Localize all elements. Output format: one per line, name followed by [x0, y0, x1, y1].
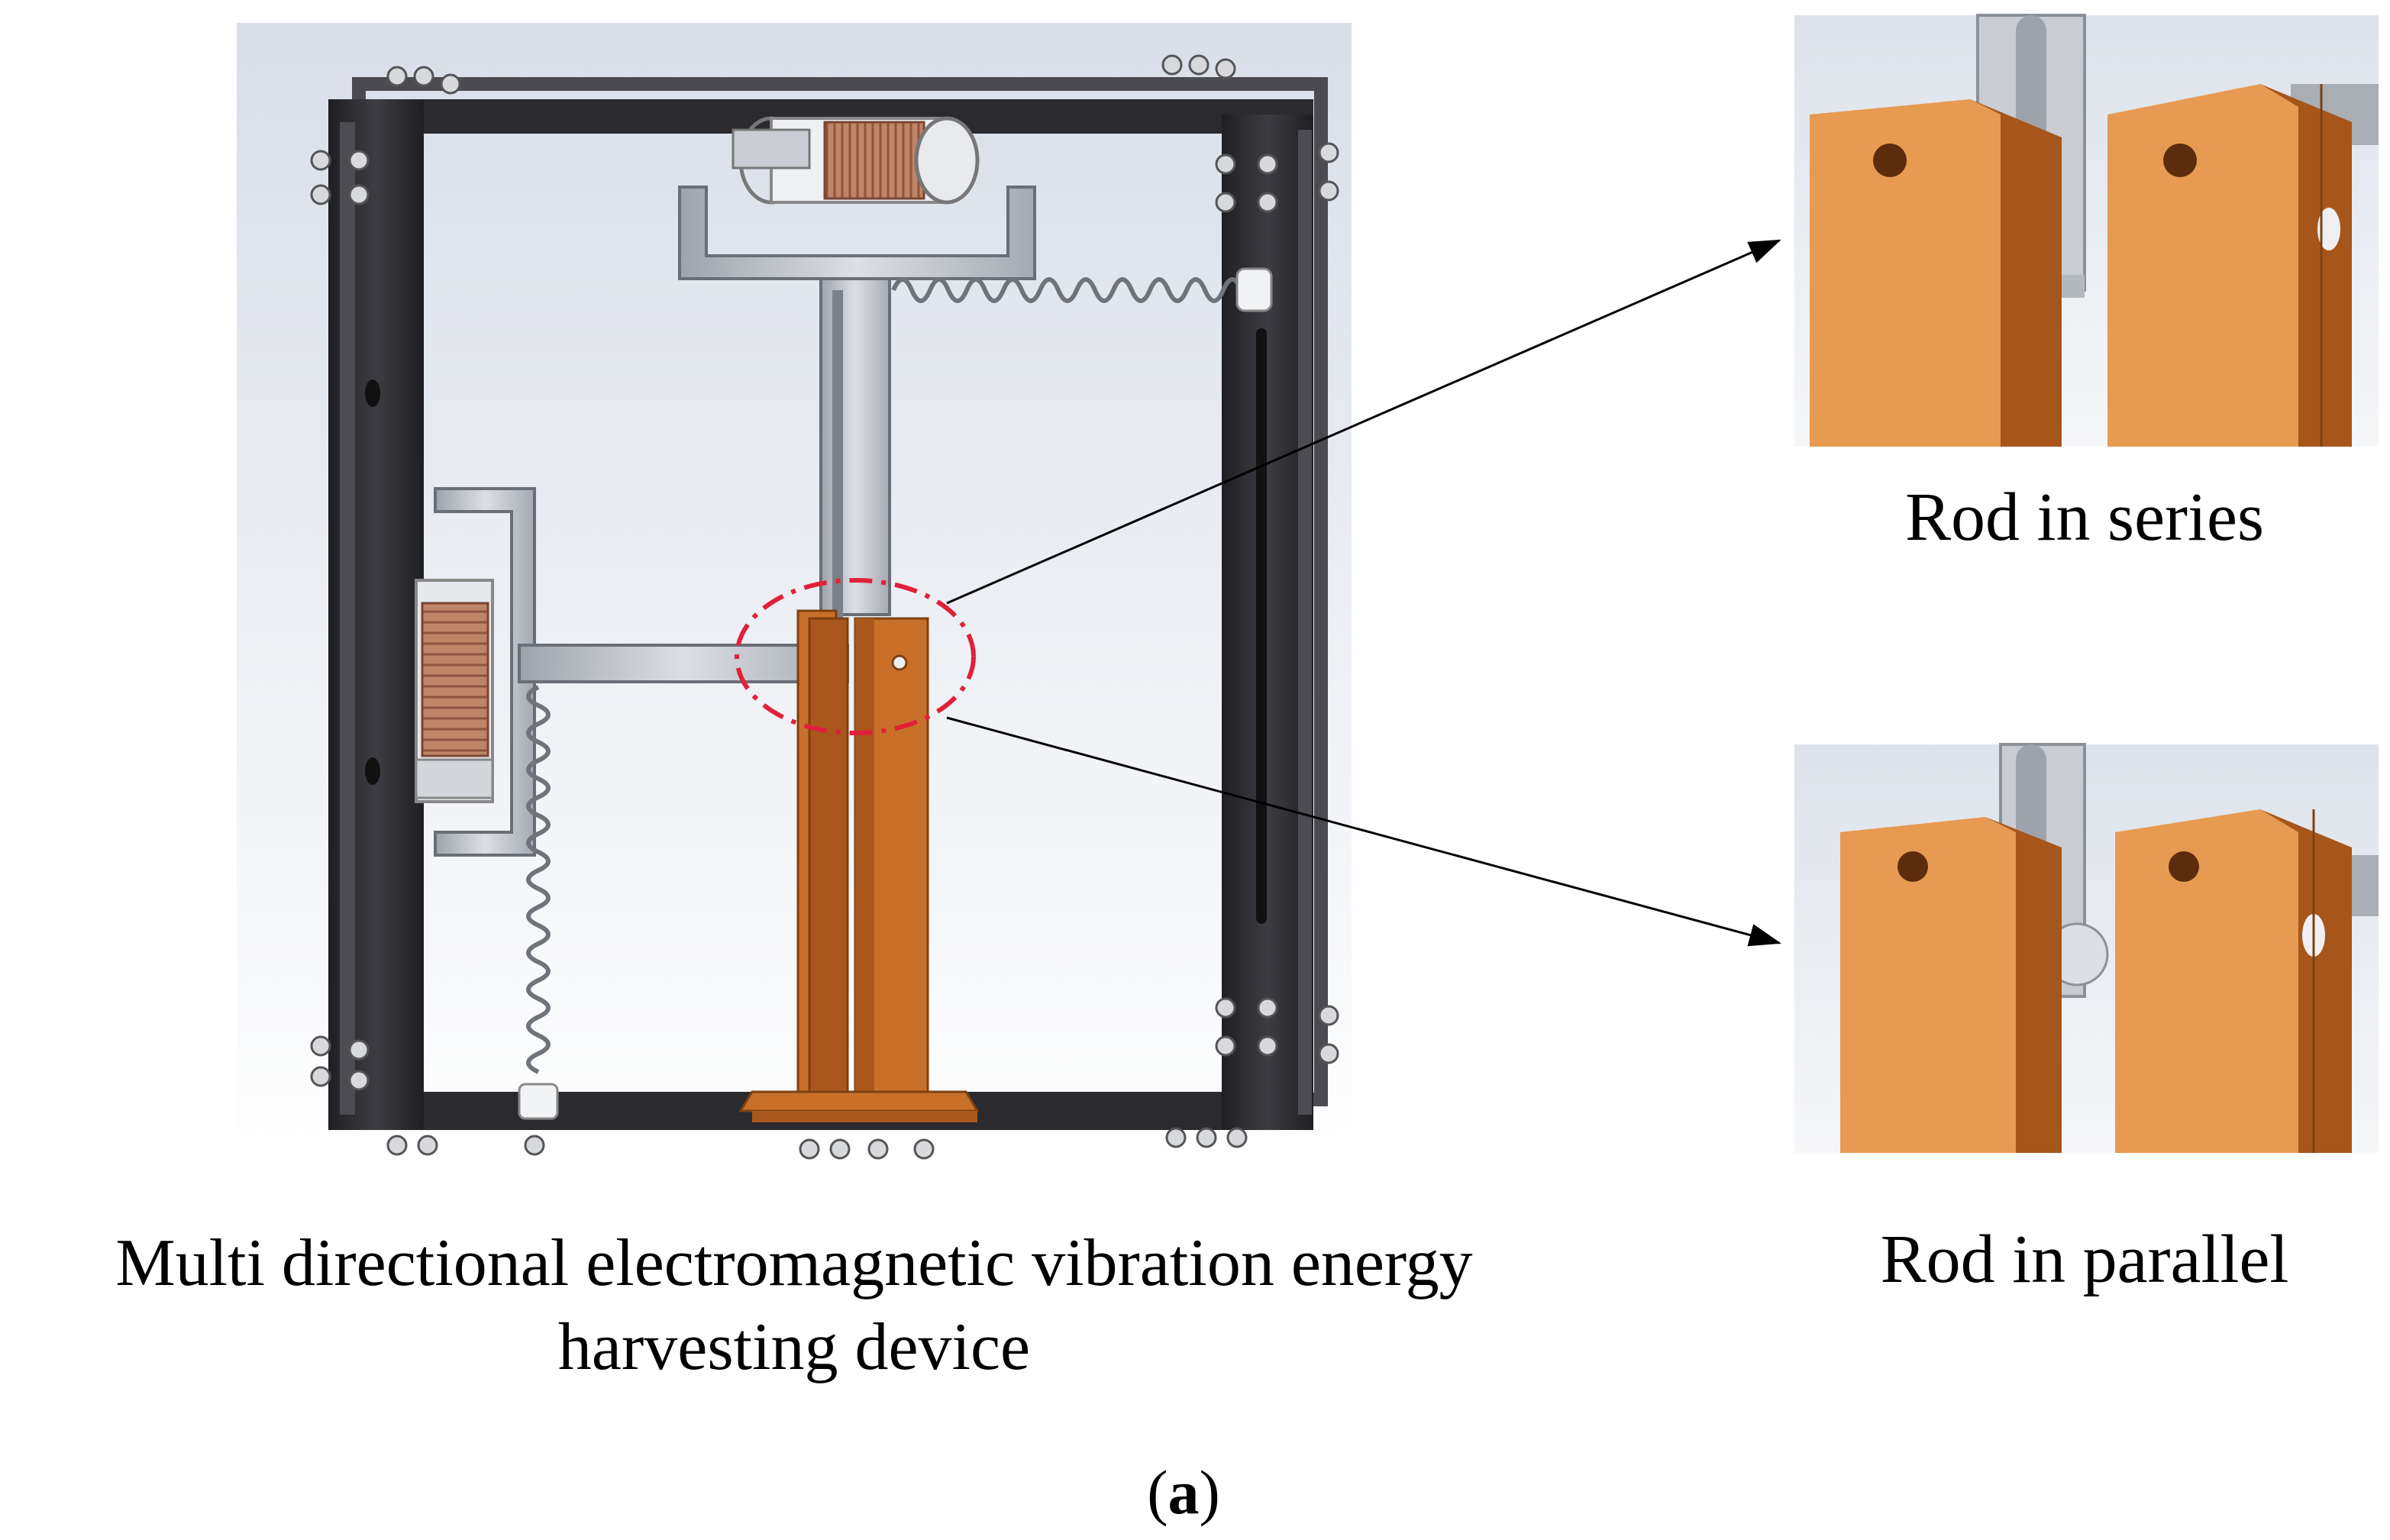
arrow-to-series	[946, 239, 1781, 605]
spring-icon	[518, 685, 559, 1120]
top-coil-assembly	[678, 116, 1036, 280]
panel-label-open: (	[1147, 1458, 1168, 1527]
panel-label: (a)	[1069, 1454, 1298, 1531]
panel-label-close: )	[1199, 1458, 1220, 1527]
coil-icon	[421, 602, 489, 757]
coil-icon	[823, 121, 925, 200]
device-illustration	[237, 23, 1352, 1183]
inset-parallel	[1794, 743, 2379, 1153]
arrow-to-parallel	[946, 716, 1781, 947]
inset-series	[1794, 14, 2379, 447]
series-caption: Rod in series	[1905, 479, 2264, 555]
panel-label-letter: a	[1168, 1458, 1200, 1527]
left-coil-assembly	[415, 487, 536, 857]
parallel-caption: Rod in parallel	[1880, 1222, 2289, 1297]
main-caption-line2: harvesting device	[557, 1310, 1031, 1384]
vertical-beam	[819, 277, 891, 616]
frame-left-hole	[365, 379, 380, 407]
main-caption-line1: Multi directional electromagnetic vibrat…	[115, 1226, 1473, 1300]
highlight-circle	[735, 578, 976, 735]
spring-icon	[891, 267, 1273, 312]
bolt-icon	[310, 54, 1339, 1160]
